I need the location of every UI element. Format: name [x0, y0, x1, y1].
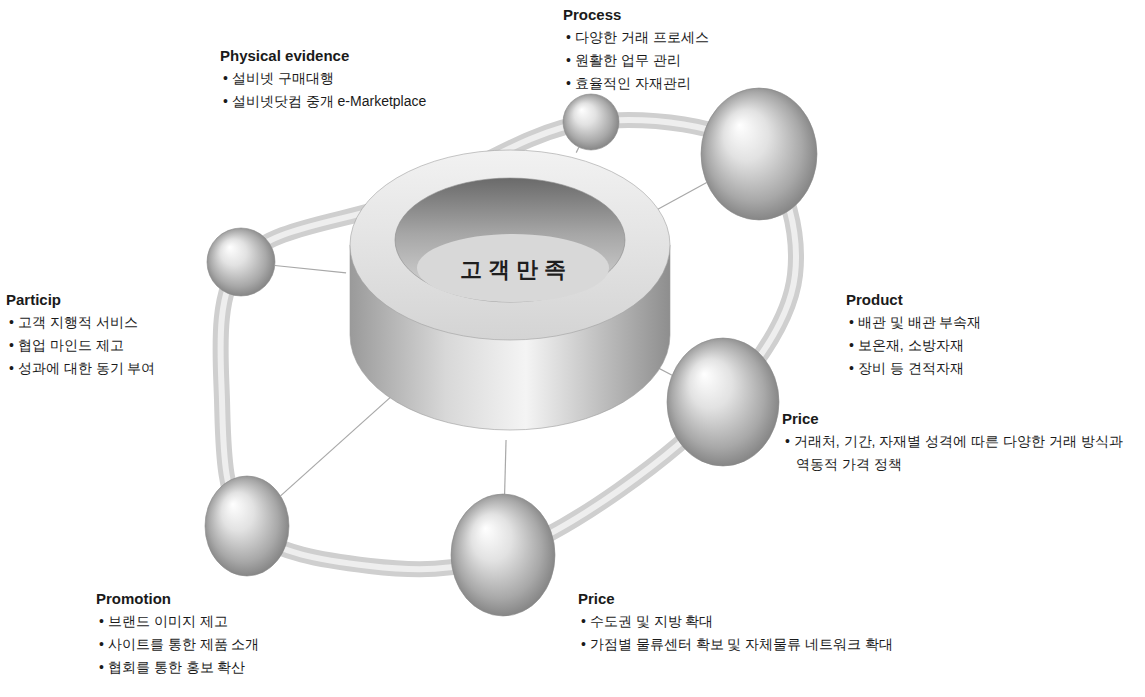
- label-group: Particip• 고객 지행적 서비스• 협업 마인드 제고• 성과에 대한 …: [6, 289, 155, 380]
- label-group: Promotion• 브랜드 이미지 제고• 사이트를 통한 제품 소개• 협회…: [96, 588, 259, 679]
- ring-floor: [417, 234, 609, 302]
- sphere-body: [207, 228, 275, 296]
- ring-shape: [345, 140, 675, 440]
- mix-sphere: Particip• 고객 지행적 서비스• 협업 마인드 제고• 성과에 대한 …: [207, 228, 275, 296]
- sphere-body: [667, 338, 779, 466]
- bullet-item: • 설비넷 구매대행: [223, 67, 426, 90]
- spoke-line: [651, 183, 706, 213]
- sphere-shape: [701, 88, 817, 220]
- sphere-shape: [207, 228, 275, 296]
- bullet-item: • 보온재, 소방자재: [849, 334, 981, 357]
- mix-sphere: Price• 거래처, 기간, 자재별 성격에 따른 다양한 거래 방식과 역동…: [667, 338, 779, 466]
- bullet-item: • 협회를 통한 홍보 확산: [99, 656, 259, 679]
- bullet-item: • 효율적인 자재관리: [566, 72, 709, 95]
- mix-heading: Physical evidence: [220, 45, 426, 67]
- bullet-item: • 고객 지행적 서비스: [9, 311, 155, 334]
- mix-heading: Particip: [6, 289, 155, 311]
- mix-heading: Promotion: [96, 588, 259, 610]
- sphere-shape: [451, 494, 555, 616]
- bullet-item: • 설비넷닷컴 중개 e-Marketplace: [223, 90, 426, 113]
- label-group: Price• 수도권 및 지방 확대• 가점별 물류센터 확보 및 자체물류 네…: [578, 588, 893, 656]
- sphere-body: [701, 88, 817, 220]
- mix-sphere: Promotion• 브랜드 이미지 제고• 사이트를 통한 제품 소개• 협회…: [205, 476, 289, 576]
- spoke-line: [281, 395, 393, 496]
- center-ring: 고 객 만 족: [345, 140, 675, 440]
- bullet-item: • 장비 등 견적자재: [849, 357, 981, 380]
- bullet-item: • 배관 및 배관 부속재: [849, 311, 981, 334]
- spoke-line: [275, 266, 346, 273]
- label-group: Physical evidence• 설비넷 구매대행• 설비넷닷컴 중개 e-…: [220, 45, 426, 113]
- label-group: Price• 거래처, 기간, 자재별 성격에 따른 다양한 거래 방식과 역동…: [782, 408, 1134, 476]
- ring-hole: [395, 178, 625, 302]
- sphere-shape: [205, 476, 289, 576]
- mix-sphere: Product• 배관 및 배관 부속재• 보온재, 소방자재• 장비 등 견적…: [701, 88, 817, 220]
- mix-sphere: Process• 다양한 거래 프로세스• 원활한 업무 관리• 효율적인 자재…: [563, 94, 619, 150]
- bullet-item: • 거래처, 기간, 자재별 성격에 따른 다양한 거래 방식과 역동적 가격 …: [785, 430, 1134, 476]
- spoke-line: [505, 440, 506, 494]
- bullet-item: • 협업 마인드 제고: [9, 334, 155, 357]
- sphere-body: [205, 476, 289, 576]
- center-label: 고 객 만 족: [460, 256, 566, 284]
- label-group: Product• 배관 및 배관 부속재• 보온재, 소방자재• 장비 등 견적…: [846, 289, 981, 380]
- bullet-item: • 다양한 거래 프로세스: [566, 26, 709, 49]
- sphere-body: [563, 94, 619, 150]
- sphere-shape: [667, 338, 779, 466]
- bullet-item: • 사이트를 통한 제품 소개: [99, 633, 259, 656]
- bullet-item: • 가점별 물류센터 확보 및 자체물류 네트워크 확대: [581, 633, 893, 656]
- bullet-item: • 성과에 대한 동기 부여: [9, 357, 155, 380]
- mix-heading: Price: [782, 408, 1134, 430]
- mix-heading: Price: [578, 588, 893, 610]
- spoke-line: [576, 147, 579, 152]
- mix-sphere: Price• 수도권 및 지방 확대• 가점별 물류센터 확보 및 자체물류 네…: [451, 494, 555, 616]
- bullet-item: • 수도권 및 지방 확대: [581, 610, 893, 633]
- bullet-item: • 원활한 업무 관리: [566, 49, 709, 72]
- ring-top: [350, 150, 670, 340]
- sphere-body: [451, 494, 555, 616]
- mix-heading: Process: [563, 4, 709, 26]
- sphere-shape: [563, 94, 619, 150]
- label-group: Process• 다양한 거래 프로세스• 원활한 업무 관리• 효율적인 자재…: [563, 4, 709, 95]
- bullet-item: • 브랜드 이미지 제고: [99, 610, 259, 633]
- mix-heading: Product: [846, 289, 981, 311]
